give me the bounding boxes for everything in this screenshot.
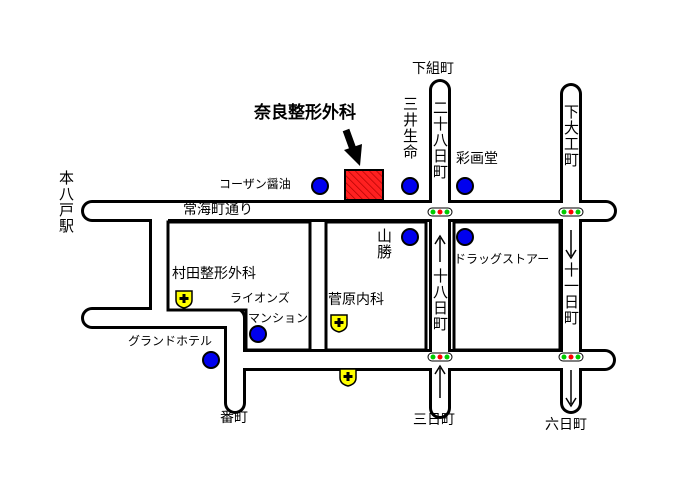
label-johkai: 常海町通り bbox=[183, 202, 253, 218]
landmark-grand-hotel-icon bbox=[202, 351, 220, 369]
label-muika: 六日町 bbox=[545, 417, 587, 433]
clinic-cross-icon bbox=[330, 314, 348, 333]
landmark-kozan-icon bbox=[311, 177, 329, 195]
landmark-lions-mansion-icon bbox=[249, 325, 267, 343]
target-location bbox=[344, 169, 384, 201]
label-hon-hachinohe: 本八戸駅 bbox=[57, 170, 75, 234]
clinic-cross-icon bbox=[175, 290, 193, 309]
clinic-cross-icon bbox=[339, 368, 357, 387]
label-grand-hotel: グランドホテル bbox=[128, 334, 213, 348]
label-drugstore: ドラッグストアー bbox=[454, 252, 550, 266]
block-east bbox=[452, 220, 562, 352]
label-murata: 村田整形外科 bbox=[172, 266, 256, 282]
direction-arrows bbox=[434, 230, 577, 408]
label-juichi: 十一日町 bbox=[562, 262, 580, 326]
traffic-light-icon bbox=[427, 207, 453, 217]
road-network bbox=[81, 79, 617, 419]
landmark-sanseimei-icon bbox=[401, 177, 419, 195]
label-sanjuhachi-top: 二十八日町 bbox=[431, 100, 449, 180]
map-title: 奈良整形外科 bbox=[254, 103, 356, 123]
label-yamakatsu: 山勝 bbox=[375, 228, 393, 260]
label-mikka: 三日町 bbox=[413, 412, 455, 428]
traffic-light-icon bbox=[558, 352, 584, 362]
label-mansion: マンション bbox=[248, 311, 309, 325]
label-saigado: 彩画堂 bbox=[456, 151, 498, 167]
traffic-light-icon bbox=[558, 207, 584, 217]
label-shimodaiku: 下大工町 bbox=[562, 104, 580, 168]
label-lions: ライオンズ bbox=[230, 291, 290, 305]
down-arrow-icon bbox=[342, 128, 362, 166]
landmark-yamakatsu-icon bbox=[401, 228, 419, 246]
label-sugawara: 菅原内科 bbox=[328, 292, 384, 308]
label-kozan: コーザン醤油 bbox=[219, 177, 291, 191]
traffic-light-icon bbox=[427, 352, 453, 362]
label-sanseimei: 三井生命 bbox=[401, 96, 419, 160]
label-sanjuhachi-mid: 十八日町 bbox=[431, 268, 449, 332]
landmark-saigado-icon bbox=[456, 177, 474, 195]
landmark-drugstore-icon bbox=[456, 228, 474, 246]
label-shimogumi: 下組町 bbox=[412, 61, 454, 77]
label-bancho: 番町 bbox=[220, 410, 248, 426]
